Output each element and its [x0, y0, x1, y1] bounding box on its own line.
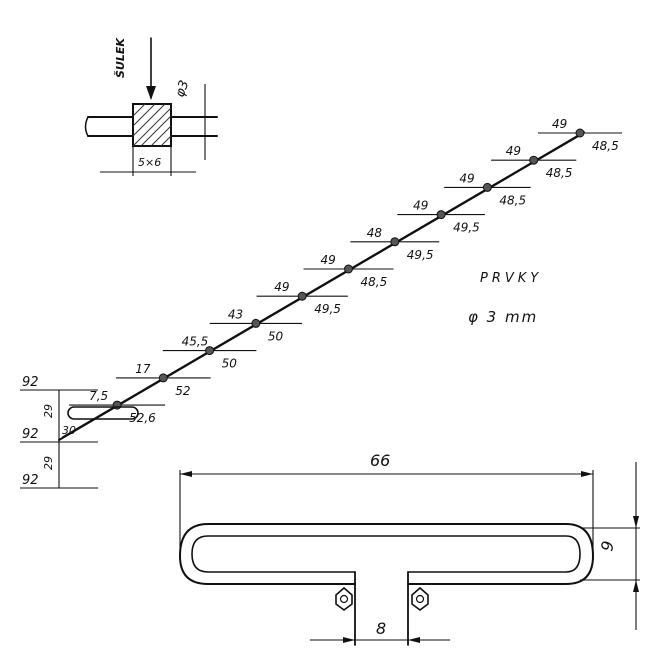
director-lower-label: 48,5	[499, 193, 526, 207]
director-lower-label: 48,5	[592, 139, 619, 153]
label-92-mid: 92	[22, 427, 39, 442]
clamp-detail: ŠULEK φ3 5×6	[84, 37, 218, 176]
note-diameter: φ 3 mm	[468, 308, 538, 326]
detail-hatch	[132, 103, 172, 147]
director-lower-label: 50	[222, 357, 238, 371]
element-nodes	[112, 128, 585, 410]
director-lower-label: 48,5	[546, 166, 573, 180]
dim-gap: 8	[376, 619, 386, 638]
director-node	[436, 210, 446, 220]
director-lower-label: 52	[175, 384, 190, 398]
director-upper-label: 48	[367, 226, 383, 240]
folded-dipole: 66 9 8	[179, 451, 640, 646]
director-node	[529, 155, 539, 165]
label-30: 30	[62, 424, 76, 437]
detail-width: 5×6	[138, 156, 161, 169]
director-upper-label: 49	[413, 199, 428, 213]
director-upper-label: 49	[321, 253, 336, 267]
director-node	[205, 346, 215, 356]
director-lower-label: 52,6	[129, 411, 156, 425]
nut-left	[335, 586, 353, 611]
dipole-inner	[191, 535, 581, 573]
label-92-top: 92	[22, 375, 39, 390]
director-node	[158, 373, 168, 383]
detail-diameter: φ3	[173, 78, 193, 99]
director-node	[482, 182, 492, 192]
nut-right	[411, 586, 429, 611]
director-node	[297, 291, 307, 301]
director-upper-label: 49	[552, 117, 567, 131]
small-dipole	[67, 406, 139, 420]
boom-edge	[62, 131, 585, 438]
label-29-bottom: 29	[42, 456, 55, 470]
director-node	[112, 400, 122, 410]
detail-rod-end	[84, 116, 89, 137]
director-upper-label: 49	[459, 171, 474, 185]
director-lower-label: 49,5	[407, 248, 434, 262]
director-upper-label: 49	[274, 280, 289, 294]
detail-arrow-head	[146, 86, 156, 100]
director-lower-labels: 52,6 52 50 50 49,5 48,5 49,5 49,5 48,5 48,5 48,5	[129, 139, 619, 425]
director-upper-label: 45,5	[182, 335, 209, 349]
director-lower-label: 50	[268, 329, 284, 343]
elements-note: PRVKY φ 3 mm	[468, 271, 542, 326]
dim-length: 66	[370, 451, 390, 470]
director-upper-label: 43	[228, 307, 243, 321]
director-lower-label: 49,5	[314, 302, 341, 316]
dim-height: 9	[597, 539, 617, 552]
director-node	[344, 264, 353, 274]
note-title: PRVKY	[480, 271, 542, 286]
director-upper-label: 17	[135, 362, 151, 376]
label-92-bottom: 92	[22, 473, 39, 488]
director-node	[390, 237, 400, 247]
director-node	[575, 128, 585, 138]
dipole-outer	[179, 523, 594, 585]
detail-block	[132, 103, 172, 147]
director-upper-labels: 7,5 17 45,5 43 49 49 48 49 49 49 49	[89, 117, 567, 403]
director-lower-label: 49,5	[453, 221, 480, 235]
director-node	[251, 318, 261, 328]
director-lower-label: 48,5	[361, 275, 388, 289]
director-upper-label: 7,5	[89, 389, 108, 403]
director-upper-label: 49	[506, 144, 521, 158]
detail-label: ŠULEK	[113, 37, 127, 78]
antenna: 92 92 92 29 29 30 7,5 17 45,5 43 49 49 48 49 49 4…	[20, 117, 622, 489]
label-29-top: 29	[42, 404, 55, 418]
